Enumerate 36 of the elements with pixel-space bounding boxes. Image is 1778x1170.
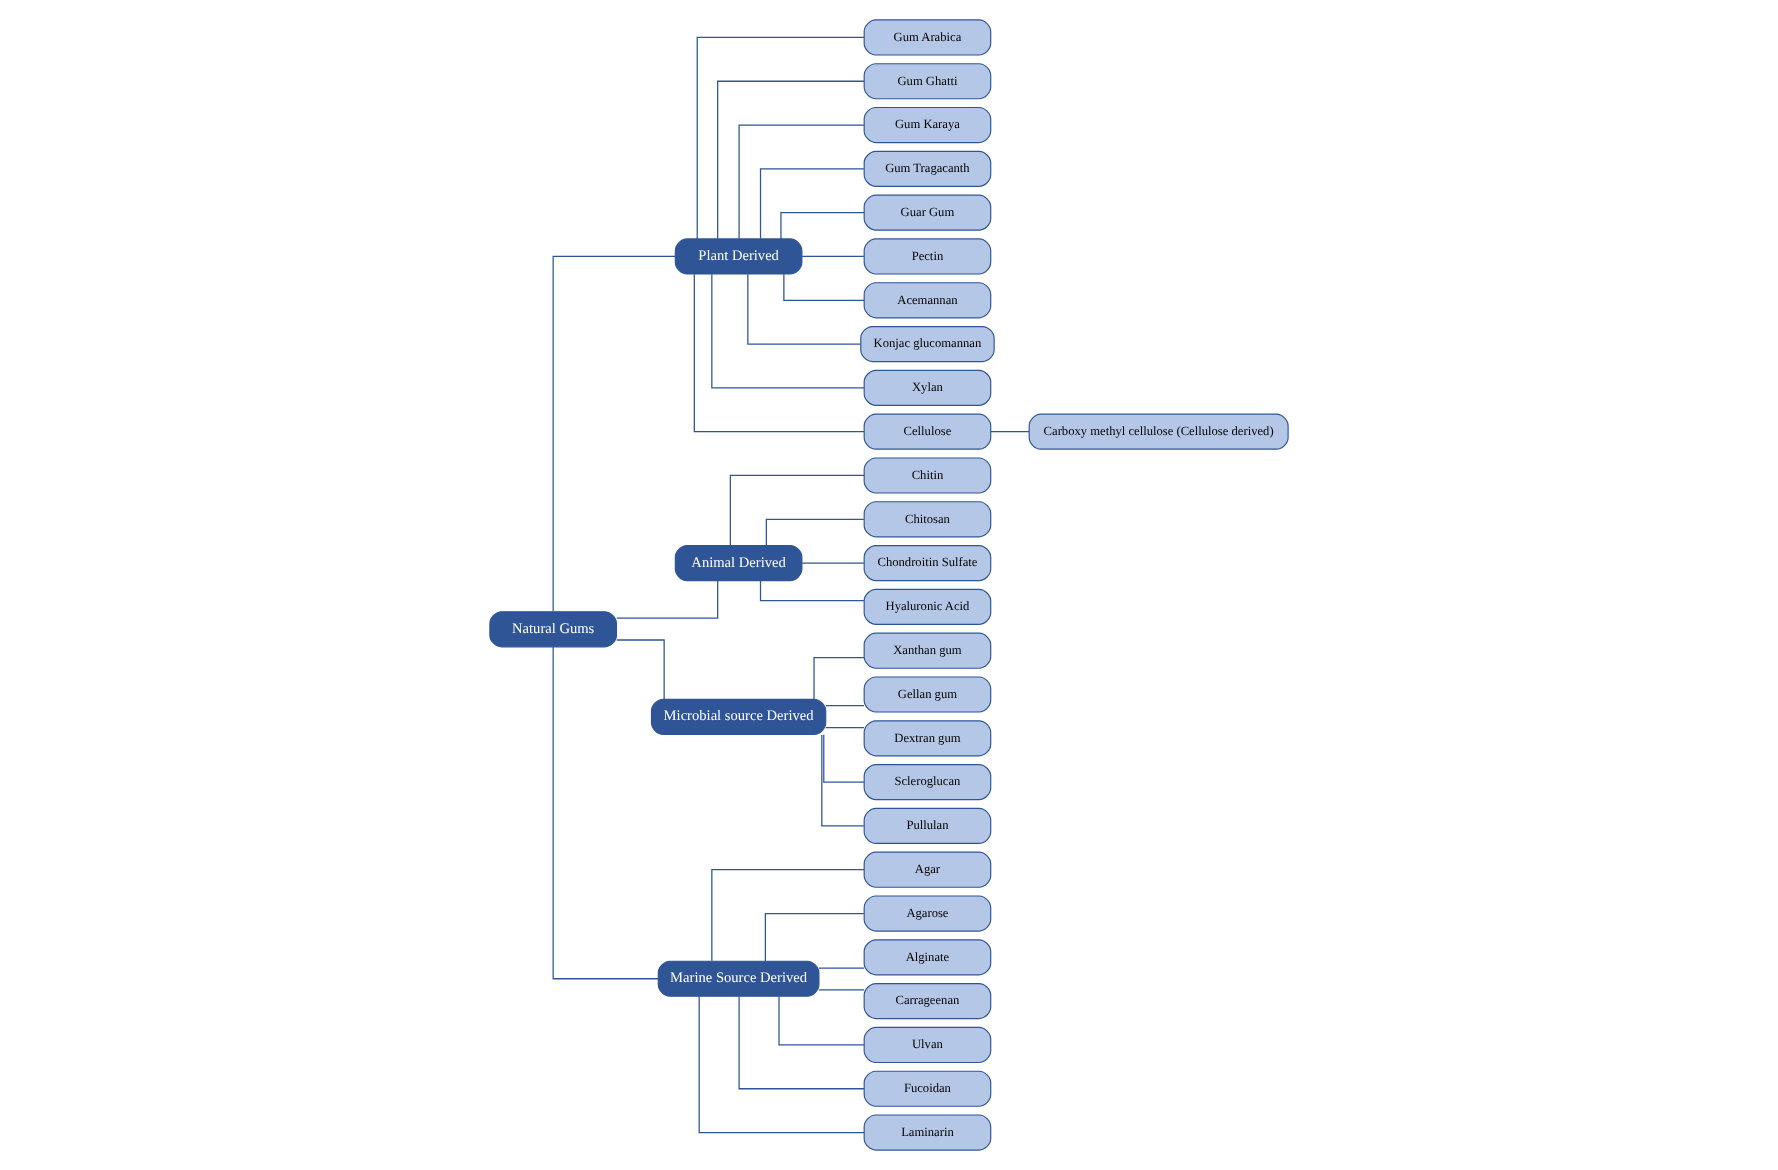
connector <box>778 995 865 1046</box>
connector <box>990 431 1030 433</box>
connector <box>693 273 865 433</box>
connector <box>821 734 865 827</box>
connector <box>616 639 665 700</box>
connector <box>825 705 865 707</box>
node-box: Animal Derived <box>674 545 803 582</box>
connector <box>717 80 865 240</box>
connector <box>738 995 865 1090</box>
connector <box>823 734 865 783</box>
connector <box>818 989 865 991</box>
node-box: Microbial source Derived <box>650 698 827 735</box>
node-box: Marine Source Derived <box>657 960 820 997</box>
connector <box>825 726 865 729</box>
connector <box>616 580 719 619</box>
connector <box>759 580 865 602</box>
connector <box>813 656 865 700</box>
connector <box>738 124 865 240</box>
connector <box>759 168 865 240</box>
connector <box>780 212 865 240</box>
node-box: Plant Derived <box>674 238 803 275</box>
connector <box>698 995 865 1134</box>
connector <box>783 273 865 301</box>
connector <box>552 255 676 613</box>
connector <box>747 273 862 345</box>
connector <box>801 562 865 564</box>
connector <box>764 912 865 962</box>
connector <box>552 646 659 980</box>
connector <box>711 273 865 389</box>
node-box: Natural Gums <box>489 611 618 648</box>
connector <box>801 255 865 258</box>
connector <box>711 869 865 962</box>
connector <box>818 967 865 969</box>
connector <box>765 518 865 547</box>
connector <box>696 36 865 240</box>
connector <box>729 474 865 546</box>
